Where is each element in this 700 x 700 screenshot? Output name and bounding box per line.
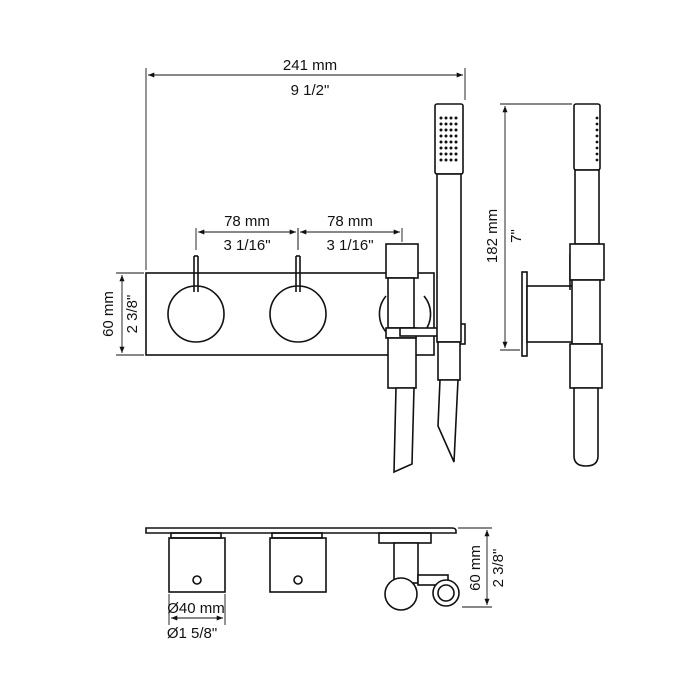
top-hose-round: [384, 577, 418, 611]
top-plate: [145, 527, 457, 534]
dim-side-height-mm: 182 mm: [484, 209, 501, 263]
dim-spacing-2-in: 3 1/16": [326, 237, 373, 254]
side-nozzles: [595, 116, 599, 162]
dim-spacing-1-mm: 78 mm: [224, 213, 270, 230]
dim-plate-height-mm: 60 mm: [100, 291, 117, 337]
dim-total-width-mm: 241 mm: [283, 57, 337, 74]
top-knob-1: [168, 537, 226, 593]
hose: [393, 387, 415, 474]
dim-knob-diameter-mm: Ø40 mm: [167, 600, 225, 617]
top-holder-ring: [432, 579, 460, 607]
side-view: 182 mm 7": [484, 103, 605, 467]
front-view: 241 mm 9 1/2" 78 mm 3 1/16" 78 mm 3 1/16…: [100, 57, 466, 474]
hand-shower-handle: [436, 173, 462, 343]
knob-1: [167, 285, 225, 343]
dim-spacing-1-in: 3 1/16": [223, 237, 270, 254]
dim-spacing-2-mm: 78 mm: [327, 213, 373, 230]
hand-shower-head: [434, 103, 464, 175]
side-body: [526, 285, 578, 343]
dim-plate-height-in: 2 3/8": [124, 295, 141, 334]
wall-plate: [145, 272, 435, 356]
knob-2: [269, 285, 327, 343]
side-handle: [574, 169, 600, 245]
dim-depth-mm: 60 mm: [467, 545, 484, 591]
top-view: Ø40 mm Ø1 5/8" 60 mm 2 3/8": [145, 527, 507, 642]
diverter-knob: [378, 295, 387, 333]
dim-total-width-in: 9 1/2": [291, 82, 330, 99]
hose-outlet: [387, 337, 417, 389]
top-holder-stem: [393, 542, 419, 584]
dim-knob-diameter-in: Ø1 5/8": [167, 625, 217, 642]
dim-depth-in: 2 3/8": [490, 549, 507, 588]
nozzle-grid: [439, 116, 458, 162]
side-hose: [573, 387, 599, 467]
top-knob-2: [269, 537, 327, 593]
holder-top: [385, 243, 419, 279]
hand-shower-hose-end: [437, 379, 459, 463]
dim-side-height-in: 7": [508, 229, 525, 243]
